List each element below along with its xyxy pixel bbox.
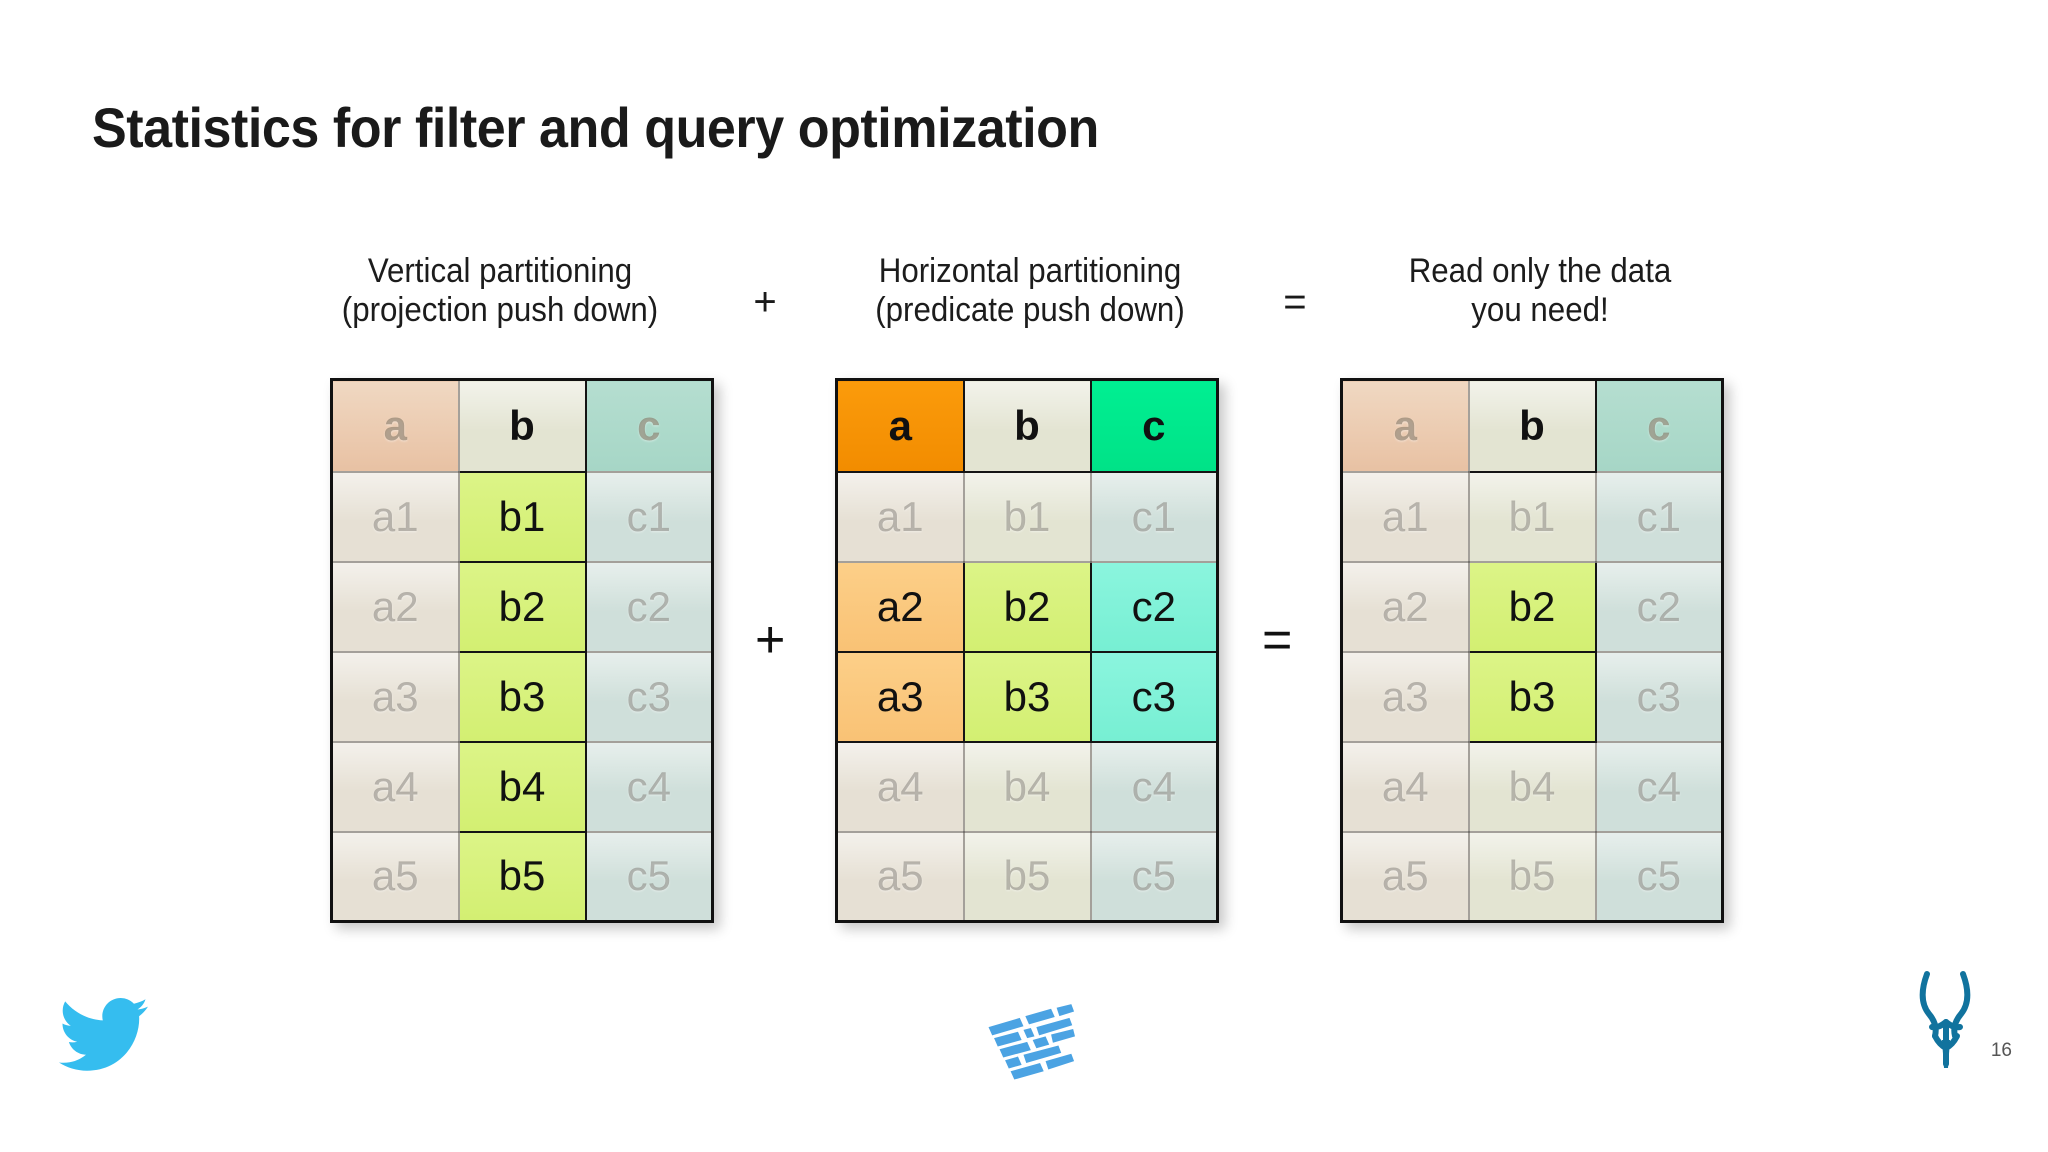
table-3-cell-a3: a3 [1340,650,1470,743]
table-3-cell-c5: c5 [1594,830,1724,923]
table-1-cell-b2: b2 [457,560,587,653]
table-3-cell-b3: b3 [1467,650,1597,743]
table-1-cell-b1: b1 [457,470,587,563]
table-3-cell-a4: a4 [1340,740,1470,833]
caption-horizontal-partitioning: Horizontal partitioning (predicate push … [846,252,1214,330]
table-2-cell-a1: a1 [835,470,965,563]
table-1-cell-c1: c1 [584,470,714,563]
table-3-cell-a2: a2 [1340,560,1470,653]
table-1-cell-a2: a2 [330,560,460,653]
caption-result-line2: you need! [1471,291,1609,330]
table-2-cell-b1: b1 [962,470,1092,563]
table-1-cell-b5: b5 [457,830,587,923]
table-3-header-c: c [1594,378,1724,473]
caption-row: Vertical partitioning (projection push d… [300,252,1720,347]
table-2-header-a: a [835,378,965,473]
table-3-cell-a5: a5 [1340,830,1470,923]
table-2-cell-a3: a3 [835,650,965,743]
table-1-cell-a5: a5 [330,830,460,923]
table-3-cell-c1: c1 [1594,470,1724,563]
table-2-cell-b4: b4 [962,740,1092,833]
table-3-cell-b2: b2 [1467,560,1597,653]
table-2-cell-c3: c3 [1089,650,1219,743]
page-title: Statistics for filter and query optimiza… [92,96,1099,159]
caption-vertical-line1: Vertical partitioning [367,252,633,290]
table-2-cell-c5: c5 [1089,830,1219,923]
caption-read-only-needed: Read only the data you need! [1374,252,1705,330]
table-3-cell-c4: c4 [1594,740,1724,833]
table-1-cell-c4: c4 [584,740,714,833]
table-2-cell-a2: a2 [835,560,965,653]
table-1-header-b: b [457,378,587,473]
table-3-cell-b5: b5 [1467,830,1597,923]
twitter-bird-icon[interactable] [55,992,155,1082]
table-2-cell-b2: b2 [962,560,1092,653]
table-3-header-b: b [1467,378,1597,473]
table-3-cell-c2: c2 [1594,560,1724,653]
table-2-cell-b5: b5 [962,830,1092,923]
caption-vertical-partitioning: Vertical partitioning (projection push d… [316,252,684,330]
caption-horizontal-line1: Horizontal partitioning [878,252,1182,290]
caption-result-line1: Read only the data [1408,252,1672,290]
footer-band: 16 [0,952,2048,1152]
table-1-cell-a3: a3 [330,650,460,743]
table-3-header-a: a [1340,378,1470,473]
table-3-cell-b4: b4 [1467,740,1597,833]
table-2-cell-a5: a5 [835,830,965,923]
apache-parquet-icon [983,994,1075,1086]
operator-equals-top: = [1283,280,1307,324]
table-1-cell-b3: b3 [457,650,587,743]
operator-equals-middle: = [1262,611,1293,669]
table-1-cell-b4: b4 [457,740,587,833]
table-1-cell-a1: a1 [330,470,460,563]
apache-impala-icon [1915,970,1977,1070]
table-1-header-c: c [584,378,714,473]
table-1-cell-c2: c2 [584,560,714,653]
operator-plus-top: + [753,280,777,324]
page-number: 16 [1990,1040,2012,1061]
table-2-cell-c4: c4 [1089,740,1219,833]
table-2-header-c: c [1089,378,1219,473]
caption-vertical-line2: (projection push down) [341,291,659,330]
table-2-cell-a4: a4 [835,740,965,833]
table-1-cell-c3: c3 [584,650,714,743]
table-3-cell-c3: c3 [1594,650,1724,743]
table-1-cell-a4: a4 [330,740,460,833]
table-3-cell-a1: a1 [1340,470,1470,563]
table-3-cell-b1: b1 [1467,470,1597,563]
table-2-cell-b3: b3 [962,650,1092,743]
table-2-cell-c1: c1 [1089,470,1219,563]
operator-plus-middle: + [755,611,786,669]
table-1-cell-c5: c5 [584,830,714,923]
table-2-header-b: b [962,378,1092,473]
caption-horizontal-line2: (predicate push down) [875,291,1185,330]
table-1-header-a: a [330,378,460,473]
table-2-cell-c2: c2 [1089,560,1219,653]
